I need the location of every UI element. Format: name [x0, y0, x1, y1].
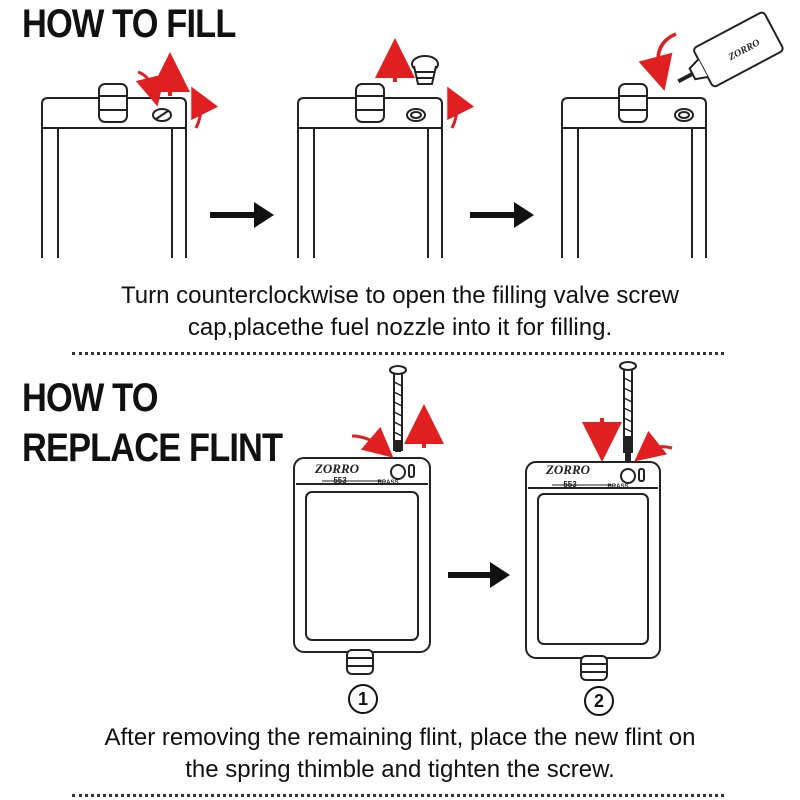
fill-next-arrow-2 — [470, 202, 534, 228]
flint-spring-rod-step1 — [389, 365, 407, 452]
fill-caption-line1: Turn counterclockwise to open the fillin… — [120, 282, 680, 309]
fuel-can-icon: ZORRO — [677, 11, 784, 88]
fill-lighter-step2 — [297, 83, 443, 258]
fill-lighter-step3 — [561, 83, 707, 258]
fill-next-arrow-1 — [210, 202, 274, 228]
flint-heading-line1: HOW TO — [22, 376, 158, 420]
flint-step2-model: 553 — [563, 480, 577, 489]
flint-step1-model: 553 — [333, 476, 347, 485]
flint-step1-bottom-screw — [346, 649, 374, 675]
flint-step2-bottom-screw — [580, 655, 608, 681]
flint-caption-line2: the spring thimble and tighten the screw… — [185, 756, 615, 784]
flint-caption: After removing the remaining flint, plac… — [0, 722, 800, 787]
flint-step1-material: BRASS — [377, 480, 398, 486]
step-number-2: 2 — [584, 686, 614, 716]
fill-lighter-step1 — [41, 83, 187, 258]
flint-step2-brand: ZORRO — [545, 462, 591, 477]
flint-lighter-step2 — [525, 461, 661, 659]
flint-lighter-step1 — [293, 457, 431, 653]
flint-caption-line1: After removing the remaining flint, plac… — [104, 724, 696, 751]
flint-divider — [72, 794, 724, 797]
fill-heading: HOW TO FILL — [22, 2, 236, 46]
fill-lift-arrows-step2 — [375, 38, 475, 129]
fill-rotate-arrows-step1 — [135, 52, 219, 129]
step-number-1: 1 — [348, 684, 378, 714]
flint-step2-material: BRASS — [607, 484, 628, 490]
flint-spring-rod-step2 — [619, 361, 637, 462]
fill-divider — [72, 352, 724, 355]
screw-cap-icon — [411, 55, 439, 85]
flint-heading-line2: REPLACE FLINT — [22, 426, 283, 470]
fill-caption: Turn counterclockwise to open the fillin… — [0, 280, 800, 345]
flint-next-arrow — [448, 562, 510, 588]
flint-step1-arrows — [351, 404, 444, 458]
fill-caption-line2: cap,placethe fuel nozzle into it for fil… — [187, 314, 613, 342]
fill-pour-arrow-step3 — [638, 32, 677, 91]
flint-step2-arrows — [582, 418, 673, 462]
flint-step1-brand: ZORRO — [314, 461, 360, 476]
